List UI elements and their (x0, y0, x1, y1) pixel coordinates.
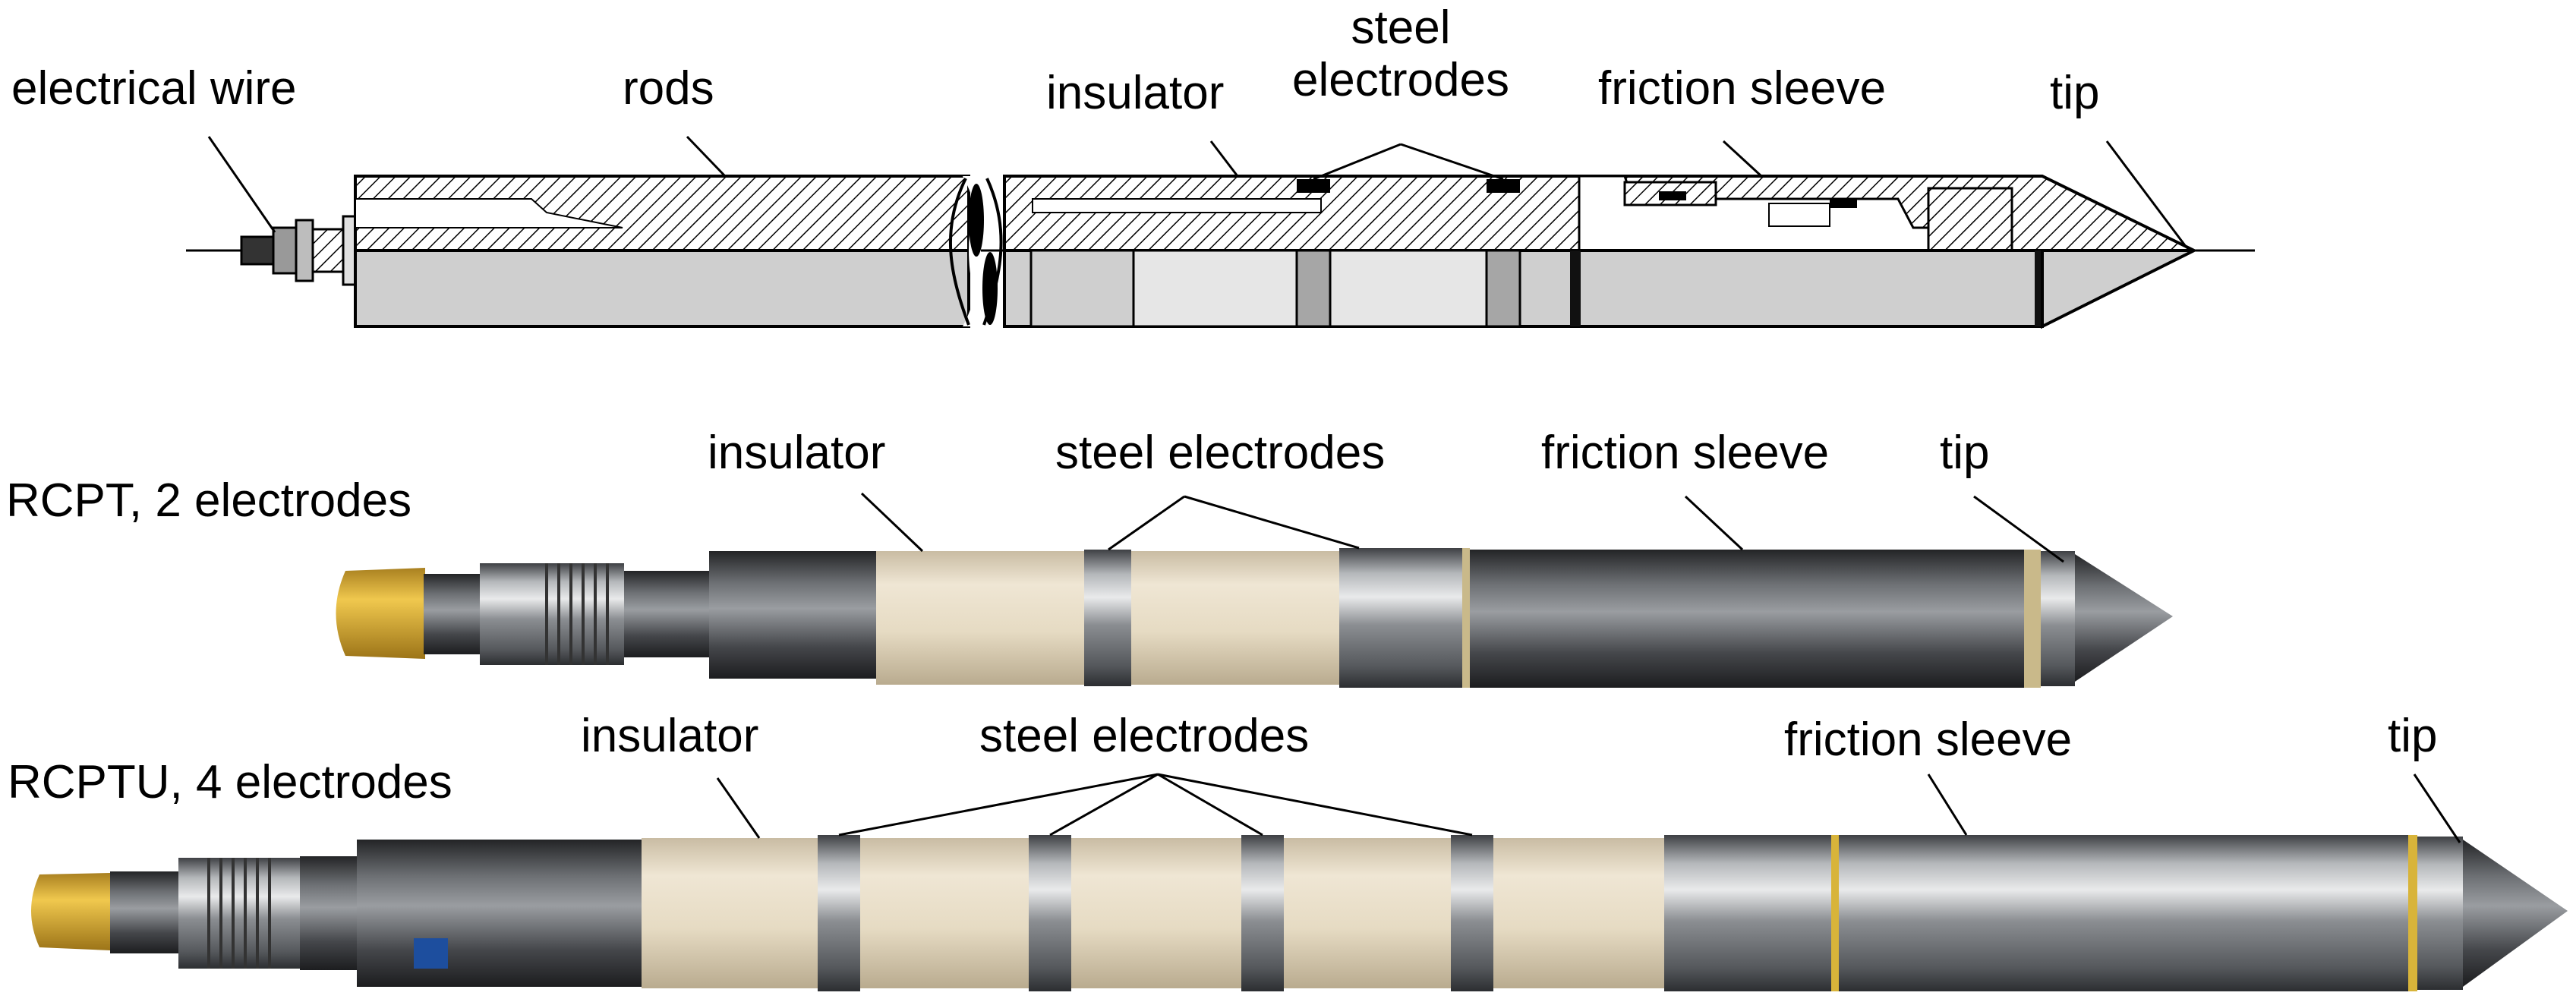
insulator-segment-1 (1029, 249, 1135, 328)
schematic-drawing (186, 135, 2255, 329)
label-electrical-wire: electrical wire (11, 62, 297, 115)
leader-rods (686, 135, 727, 178)
leader-tip (2105, 140, 2188, 248)
electrode-band-2 (1485, 249, 1521, 328)
rcptu-leader-electrode-1 (838, 773, 1159, 837)
rcptu-yellow-cap (31, 873, 110, 950)
rcptu-friction-sleeve (1839, 835, 2408, 991)
rcptu-leader-tip (2413, 774, 2461, 843)
rcpt-label-tip: tip (1940, 427, 1990, 479)
rcpt-friction-sleeve (1470, 550, 2024, 688)
label-electrodes-line: electrodes (1291, 54, 1510, 107)
rcpt-leader-electrode-b (1184, 495, 1360, 550)
rcptu-electrode-4 (1451, 835, 1493, 991)
rcptu-leader-friction-sleeve (1927, 774, 1968, 836)
rcpt-label-insulator: insulator (708, 427, 886, 479)
rcptu-probe (31, 773, 2568, 991)
thread-end (311, 228, 345, 273)
rcptu-label-steel-electrodes: steel electrodes (979, 710, 1310, 762)
rcpt-yellow-cap (336, 568, 425, 659)
rcptu-insulator-2 (860, 838, 1029, 988)
dark-band-1 (1570, 250, 1581, 326)
rcpt-leader-electrode-a (1108, 495, 1185, 551)
rcptu-insulator-3 (1071, 838, 1241, 988)
rcptu-tip-cone (2463, 840, 2568, 987)
rcpt-insulator-2 (1131, 551, 1339, 685)
label-insulator: insulator (1046, 67, 1225, 119)
rcptu-label-friction-sleeve: friction sleeve (1784, 714, 2073, 766)
rcptu-electrode-2 (1029, 835, 1071, 991)
electrode-marker-2 (1487, 179, 1520, 193)
rcptu-thread (178, 858, 300, 969)
rcptu-insulator-4 (1284, 838, 1451, 988)
insulator-segment-2 (1132, 249, 1298, 328)
rcptu-leader-electrode-4 (1157, 773, 1473, 837)
rcptu-electrode-1 (818, 835, 860, 991)
rcptu-body-steel (1664, 835, 1831, 991)
wire-connector (240, 235, 275, 266)
rcpt-leader-insulator (860, 492, 924, 553)
insulator-segment-3 (1329, 249, 1488, 328)
label-friction-sleeve: friction sleeve (1598, 62, 1887, 115)
rcptu-leader-electrode-3 (1157, 773, 1263, 837)
leader-electrical-wire (207, 136, 276, 233)
rcptu-label-insulator: insulator (581, 710, 759, 762)
rod-section (354, 249, 970, 328)
rcptu-body-dark (357, 840, 642, 987)
label-tip: tip (2050, 67, 2100, 119)
label-steel-line: steel (1351, 2, 1451, 54)
electrode-marker-1 (1297, 179, 1330, 193)
rcptu-insulator-5 (1493, 838, 1664, 988)
tip-cone-section (2041, 249, 2195, 329)
label-rods: rods (623, 62, 714, 115)
rcpt-electrode-2 (1339, 548, 1462, 688)
rcptu-label-tip: tip (2388, 710, 2438, 762)
electrode-band-1 (1295, 249, 1332, 328)
rcpt-label-friction-sleeve: friction sleeve (1541, 427, 1830, 479)
rcptu-leader-insulator (716, 777, 761, 839)
rcpt-insulator-1 (876, 551, 1084, 685)
leader-friction-sleeve (1722, 140, 1763, 178)
rcpt-body-dark (709, 551, 876, 679)
leader-electrode-b (1400, 143, 1504, 181)
rcptu-electrode-3 (1241, 835, 1284, 991)
rcpt-title: RCPT, 2 electrodes (6, 474, 412, 527)
rcptu-insulator-1 (642, 838, 818, 988)
leader-electrode-a (1313, 143, 1402, 181)
rcpt-leader-friction-sleeve (1684, 495, 1744, 551)
rcpt-thread (480, 563, 624, 665)
rcpt-electrode-1 (1084, 550, 1131, 686)
rcpt-tip-cone (2075, 554, 2173, 682)
rcpt-leader-tip (1973, 495, 2064, 563)
label-steel-electrodes: steel electrodes (1275, 2, 1526, 107)
rcpt-probe (336, 492, 2173, 688)
leader-insulator (1209, 140, 1239, 177)
rcptu-leader-electrode-2 (1049, 773, 1159, 837)
rcptu-title: RCPTU, 4 electrodes (8, 756, 452, 808)
rcpt-label-steel-electrodes: steel electrodes (1055, 427, 1386, 479)
